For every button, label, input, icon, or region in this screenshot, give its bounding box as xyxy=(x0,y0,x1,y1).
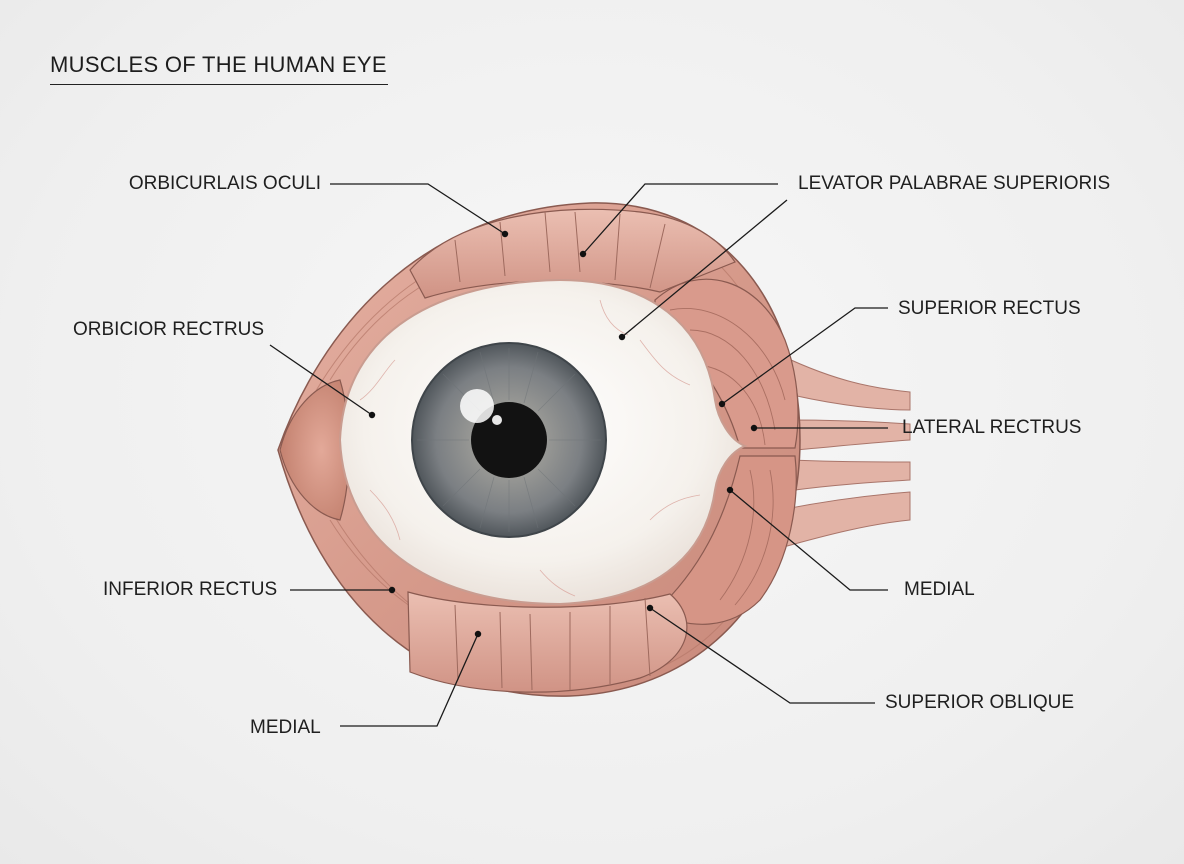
label-superior-oblique: SUPERIOR OBLIQUE xyxy=(885,692,1074,713)
lower-lid-band xyxy=(407,591,688,693)
label-orbicior-rectus: ORBICIOR RECTRUS xyxy=(73,319,265,340)
right-bundle-fibers xyxy=(669,308,786,606)
label-levator: LEVATOR PALABRAE SUPERIORIS xyxy=(798,173,1111,194)
leader-dots xyxy=(368,230,758,638)
label-lateral-rectus: LATERAL RECTRUS xyxy=(902,417,1082,438)
caruncle xyxy=(279,379,350,521)
label-orbicularis-oculi: ORBICURLAIS OCULI xyxy=(128,173,321,194)
label-inferior-rectus: INFERIOR RECTUS xyxy=(103,579,278,600)
label-medial-right: MEDIAL xyxy=(904,579,975,600)
highlight-small xyxy=(492,415,502,425)
blood-vessels xyxy=(359,299,701,597)
pupil xyxy=(471,402,547,478)
leader-lines xyxy=(269,183,888,727)
highlight xyxy=(460,389,494,423)
title-wrap: MUSCLES OF THE HUMAN EYE xyxy=(50,52,388,85)
page-title: MUSCLES OF THE HUMAN EYE xyxy=(50,52,388,85)
lower-band-segments xyxy=(454,597,651,691)
medial-bundle xyxy=(653,455,797,625)
label-medial-bottom: MEDIAL xyxy=(250,717,321,738)
label-superior-rectus: SUPERIOR RECTUS xyxy=(898,298,1081,319)
